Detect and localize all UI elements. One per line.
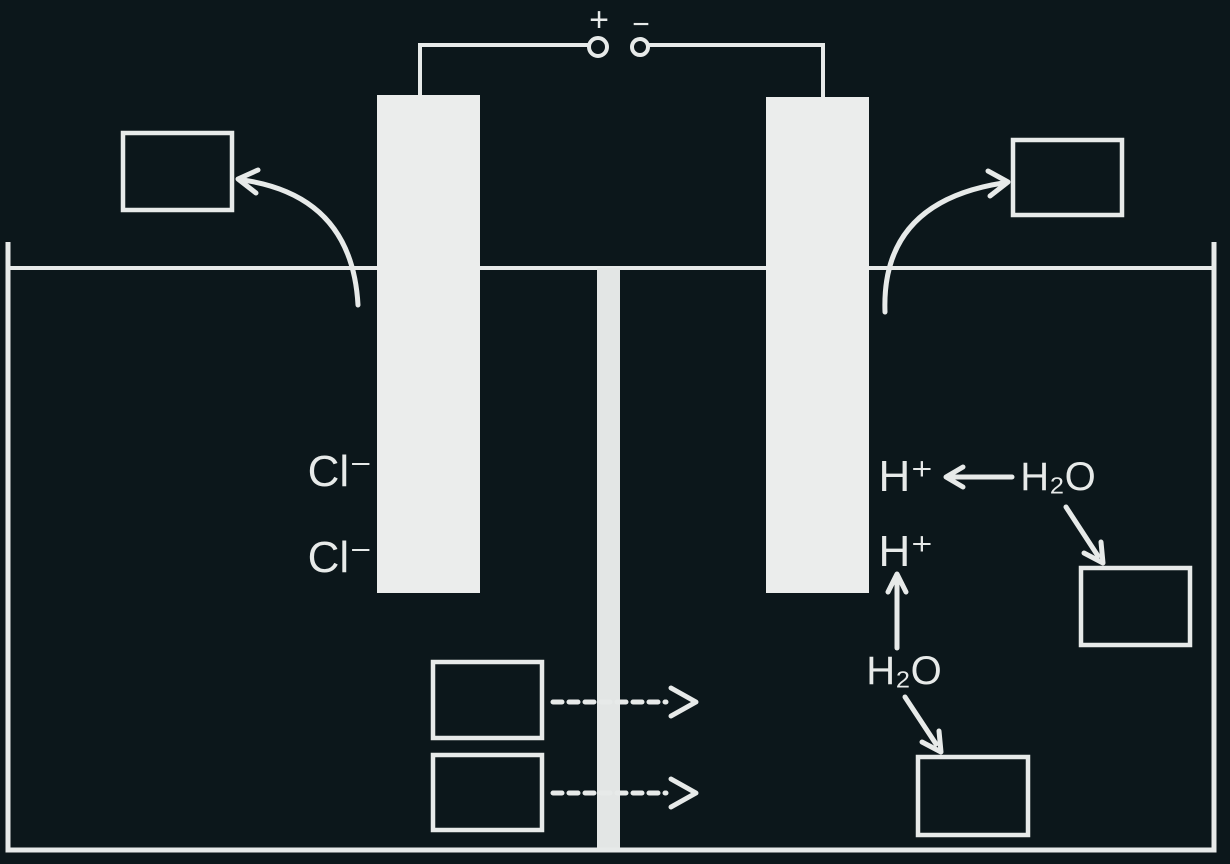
water-label-right: H₂O xyxy=(1020,455,1096,499)
blank-box-top-left xyxy=(120,130,235,213)
arrow-dashed-lower-head-icon xyxy=(668,776,699,810)
blank-box-bottom-right xyxy=(915,754,1031,838)
arrow-cathode-gas-curved xyxy=(882,180,1006,315)
negative-terminal-label: − xyxy=(632,8,650,41)
arrow-water-to-bottom-box xyxy=(902,694,939,747)
chloride-ion-label-1: Cl⁻ xyxy=(308,447,373,496)
arrow-anode-gas-head-icon xyxy=(235,167,261,196)
wire-right xyxy=(649,43,825,97)
chloride-ion-label-2: Cl⁻ xyxy=(308,533,373,582)
arrow-water-to-hplus-head-icon xyxy=(943,464,966,490)
negative-terminal-circle xyxy=(630,37,650,57)
blank-box-center-lower xyxy=(430,752,545,833)
arrow-water-to-middle-box xyxy=(1063,504,1101,559)
positive-terminal-label: + xyxy=(589,1,609,39)
arrow-anode-gas-curved xyxy=(240,177,361,308)
arrow-water-to-bottom-box-head-icon xyxy=(919,728,944,755)
arrow-water-up-to-hplus-head-icon xyxy=(885,571,909,595)
left-electrode-anode xyxy=(377,95,480,593)
arrow-water-to-middle-box-head-icon xyxy=(1081,539,1106,566)
blank-box-center-upper xyxy=(430,659,545,741)
membrane-divider xyxy=(597,268,620,849)
tank-outline xyxy=(5,242,1217,853)
arrow-dashed-upper-head-icon xyxy=(668,685,699,719)
right-electrode-cathode xyxy=(766,97,869,593)
positive-terminal-circle xyxy=(587,36,609,58)
arrow-cathode-gas-head-icon xyxy=(985,168,1011,199)
blank-box-middle-right xyxy=(1078,565,1193,648)
wire-left xyxy=(418,43,588,95)
water-label-bottom: H₂O xyxy=(866,649,942,693)
hydrogen-ion-label-2: H⁺ xyxy=(879,527,934,576)
hydrogen-ion-label-1: H⁺ xyxy=(879,452,934,501)
blank-box-top-right xyxy=(1010,137,1125,218)
